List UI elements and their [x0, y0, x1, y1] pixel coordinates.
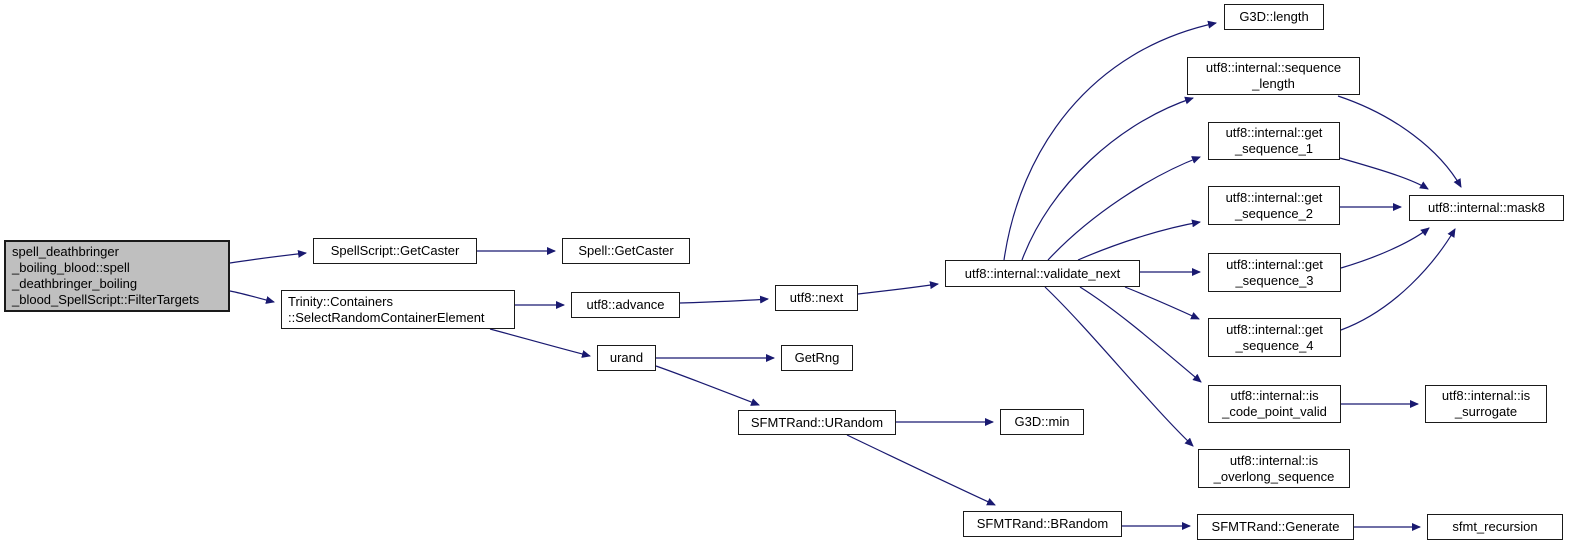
edge-get-sequence-1-to-mask8 [1339, 157, 1429, 190]
node-get-sequence-4[interactable]: utf8::internal::get _sequence_4 [1208, 318, 1341, 357]
node-is-surrogate[interactable]: utf8::internal::is _surrogate [1425, 385, 1547, 423]
node-get-sequence-2[interactable]: utf8::internal::get _sequence_2 [1208, 186, 1340, 225]
node-validate-next[interactable]: utf8::internal::validate_next [945, 260, 1140, 287]
edge-validate-next-to-sequence-length [1021, 96, 1194, 261]
node-sfmt-recursion[interactable]: sfmt_recursion [1427, 514, 1563, 540]
node-select-random-container-element[interactable]: Trinity::Containers ::SelectRandomContai… [281, 290, 515, 329]
node-utf8-next[interactable]: utf8::next [775, 285, 858, 311]
node-mask8[interactable]: utf8::internal::mask8 [1409, 195, 1564, 221]
edge-validate-next-to-g3d-length [1003, 20, 1217, 261]
edge-sequence-length-to-mask8 [1337, 95, 1462, 188]
edge-get-sequence-3-to-mask8 [1340, 227, 1430, 269]
edge-validate-next-to-get-sequence-2 [1077, 219, 1201, 261]
edge-select-random-container-element-to-urand [489, 328, 591, 358]
node-utf8-advance[interactable]: utf8::advance [571, 292, 680, 318]
node-spellscript-getcaster[interactable]: SpellScript::GetCaster [313, 238, 477, 264]
node-g3d-min[interactable]: G3D::min [1000, 409, 1084, 435]
node-is-code-point-valid[interactable]: utf8::internal::is _code_point_valid [1208, 385, 1341, 423]
edge-root-to-spellscript-getcaster [229, 249, 307, 264]
node-get-sequence-1[interactable]: utf8::internal::get _sequence_1 [1208, 122, 1340, 160]
node-spell-getcaster[interactable]: Spell::GetCaster [562, 238, 690, 264]
edge-validate-next-to-get-sequence-1 [1047, 156, 1201, 261]
node-sfmtrand-urandom[interactable]: SFMTRand::URandom [738, 410, 896, 435]
node-is-overlong-sequence[interactable]: utf8::internal::is _overlong_sequence [1198, 449, 1350, 488]
node-sfmtrand-generate[interactable]: SFMTRand::Generate [1197, 514, 1354, 540]
edge-urand-to-sfmtrand-urandom [655, 365, 760, 406]
edge-validate-next-to-get-sequence-4 [1124, 286, 1200, 320]
node-sequence-length[interactable]: utf8::internal::sequence _length [1187, 57, 1360, 95]
edge-validate-next-to-is-overlong-sequence [1044, 286, 1194, 447]
node-get-sequence-3[interactable]: utf8::internal::get _sequence_3 [1208, 253, 1341, 292]
edge-root-to-select-random-container-element [229, 290, 275, 304]
node-g3d-length[interactable]: G3D::length [1224, 4, 1324, 30]
edge-validate-next-to-is-code-point-valid [1079, 286, 1202, 383]
edge-sfmtrand-urandom-to-sfmtrand-brandom [846, 434, 996, 506]
node-getrng[interactable]: GetRng [781, 345, 853, 371]
node-sfmtrand-brandom[interactable]: SFMTRand::BRandom [963, 511, 1122, 537]
edge-utf8-next-to-validate-next [857, 281, 939, 295]
edge-utf8-advance-to-utf8-next [679, 295, 769, 304]
node-filter-targets-root: spell_deathbringer _boiling_blood::spell… [4, 240, 230, 312]
edge-get-sequence-4-to-mask8 [1340, 228, 1456, 331]
node-urand[interactable]: urand [597, 345, 656, 371]
